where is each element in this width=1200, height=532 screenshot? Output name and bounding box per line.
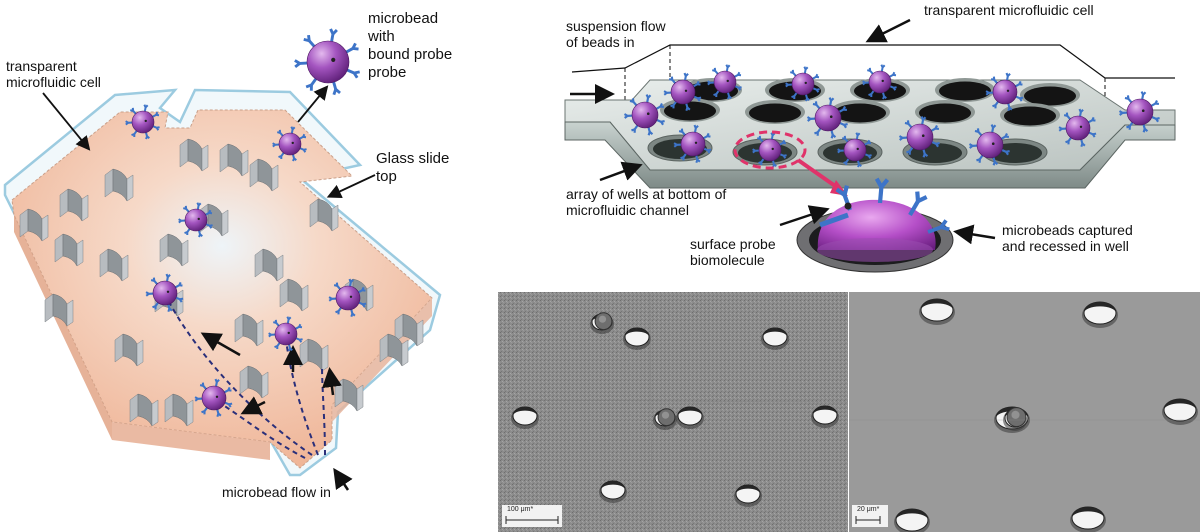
well <box>59 188 89 222</box>
channel-bead <box>806 97 848 139</box>
sem-well <box>599 480 627 503</box>
channel-bead <box>663 72 702 111</box>
well <box>379 333 409 367</box>
microbead <box>272 126 307 162</box>
channel-well <box>745 100 805 124</box>
well <box>309 198 339 232</box>
channel-well <box>915 100 975 124</box>
well <box>179 138 209 172</box>
channel-beads <box>623 64 1160 168</box>
microbead <box>125 104 160 140</box>
slide-edge-left <box>14 215 112 440</box>
well <box>279 278 309 312</box>
channel-wells <box>647 78 1080 166</box>
channel-bead <box>707 64 742 100</box>
microbead <box>194 378 233 417</box>
sem-well <box>1082 301 1118 328</box>
sem-well <box>511 406 539 429</box>
well-array <box>19 138 424 427</box>
highlight-well <box>733 130 807 170</box>
label-surface-probe: surface probe biomolecule <box>690 236 776 268</box>
well <box>19 208 49 242</box>
microbead-large <box>294 28 360 96</box>
sem-well <box>811 405 839 428</box>
sem-well <box>919 298 955 325</box>
well <box>159 233 189 267</box>
well <box>129 393 159 427</box>
well <box>164 393 194 427</box>
label-glass-slide: Glass slide top <box>376 150 450 185</box>
scalebar-box-1 <box>502 505 562 527</box>
well <box>239 365 269 399</box>
well <box>44 293 74 327</box>
microbead <box>145 273 184 312</box>
channel-bead <box>862 64 897 100</box>
sem-well <box>1003 407 1027 431</box>
channel-bead <box>785 66 820 102</box>
channel-bead <box>1058 108 1097 147</box>
well <box>299 338 329 372</box>
channel-bead <box>968 124 1010 166</box>
well <box>54 233 84 267</box>
sem-well <box>623 327 651 350</box>
sem-well <box>590 312 614 334</box>
label-suspension-flow: suspension flow of beads in <box>566 18 666 50</box>
captured-bead-zoom <box>796 177 954 273</box>
channel-bead <box>1118 91 1160 133</box>
label-transparent-cell-left: transparent microfluidic cell <box>6 58 101 90</box>
label-captured: microbeads captured and recessed in well <box>1002 222 1133 254</box>
label-array-wells: array of wells at bottom of microfluidic… <box>566 186 727 218</box>
channel-bead <box>752 132 787 168</box>
slide-edge-bottom <box>112 422 270 460</box>
sem-well <box>676 406 704 429</box>
micrograph-1 <box>497 291 849 532</box>
scalebar-label-1: 100 μm* <box>507 506 534 513</box>
channel-bead <box>985 72 1024 111</box>
well <box>104 168 134 202</box>
sem-well <box>1070 506 1106 532</box>
well <box>249 158 279 192</box>
well <box>394 313 424 347</box>
channel-bead <box>673 124 712 163</box>
microbead-callout <box>294 28 360 96</box>
channel-bead <box>898 116 940 158</box>
sem-wells-2 <box>894 298 1198 532</box>
channel-diagram <box>564 18 1176 273</box>
label-flow-in: microbead flow in <box>222 484 331 500</box>
label-transparent-cell-right: transparent microfluidic cell <box>924 2 1094 18</box>
channel-well <box>1000 103 1060 127</box>
microbead <box>328 278 367 317</box>
channel-bead <box>837 132 872 168</box>
channel-label-arrows <box>570 18 996 245</box>
scalebar-box-2 <box>852 505 888 527</box>
channel-well <box>830 100 890 124</box>
well <box>99 248 129 282</box>
sem-wells-1 <box>511 312 839 507</box>
flow-arrows <box>200 332 353 491</box>
left-diagram <box>3 28 442 491</box>
micrograph-2 <box>849 292 1200 532</box>
microbead <box>268 316 303 352</box>
well <box>114 333 144 367</box>
microbead <box>178 202 213 238</box>
microbeads <box>125 104 367 417</box>
channel-well <box>1020 83 1080 107</box>
highlight-link <box>796 158 840 190</box>
scalebar-label-2: 20 μm* <box>857 506 880 513</box>
sem-well <box>653 408 677 430</box>
well <box>219 143 249 177</box>
sem-well <box>761 327 789 350</box>
channel-front <box>564 121 1176 189</box>
well <box>254 248 284 282</box>
sem-well <box>734 484 762 507</box>
cell-top-outline <box>571 44 1175 79</box>
well <box>234 313 264 347</box>
label-arrows <box>42 85 376 198</box>
channel-bead <box>623 94 665 136</box>
channel-well <box>935 78 995 102</box>
label-microbead: microbead with bound probe probe <box>368 10 453 81</box>
sem-well <box>1162 398 1198 425</box>
sem-well <box>894 508 930 532</box>
